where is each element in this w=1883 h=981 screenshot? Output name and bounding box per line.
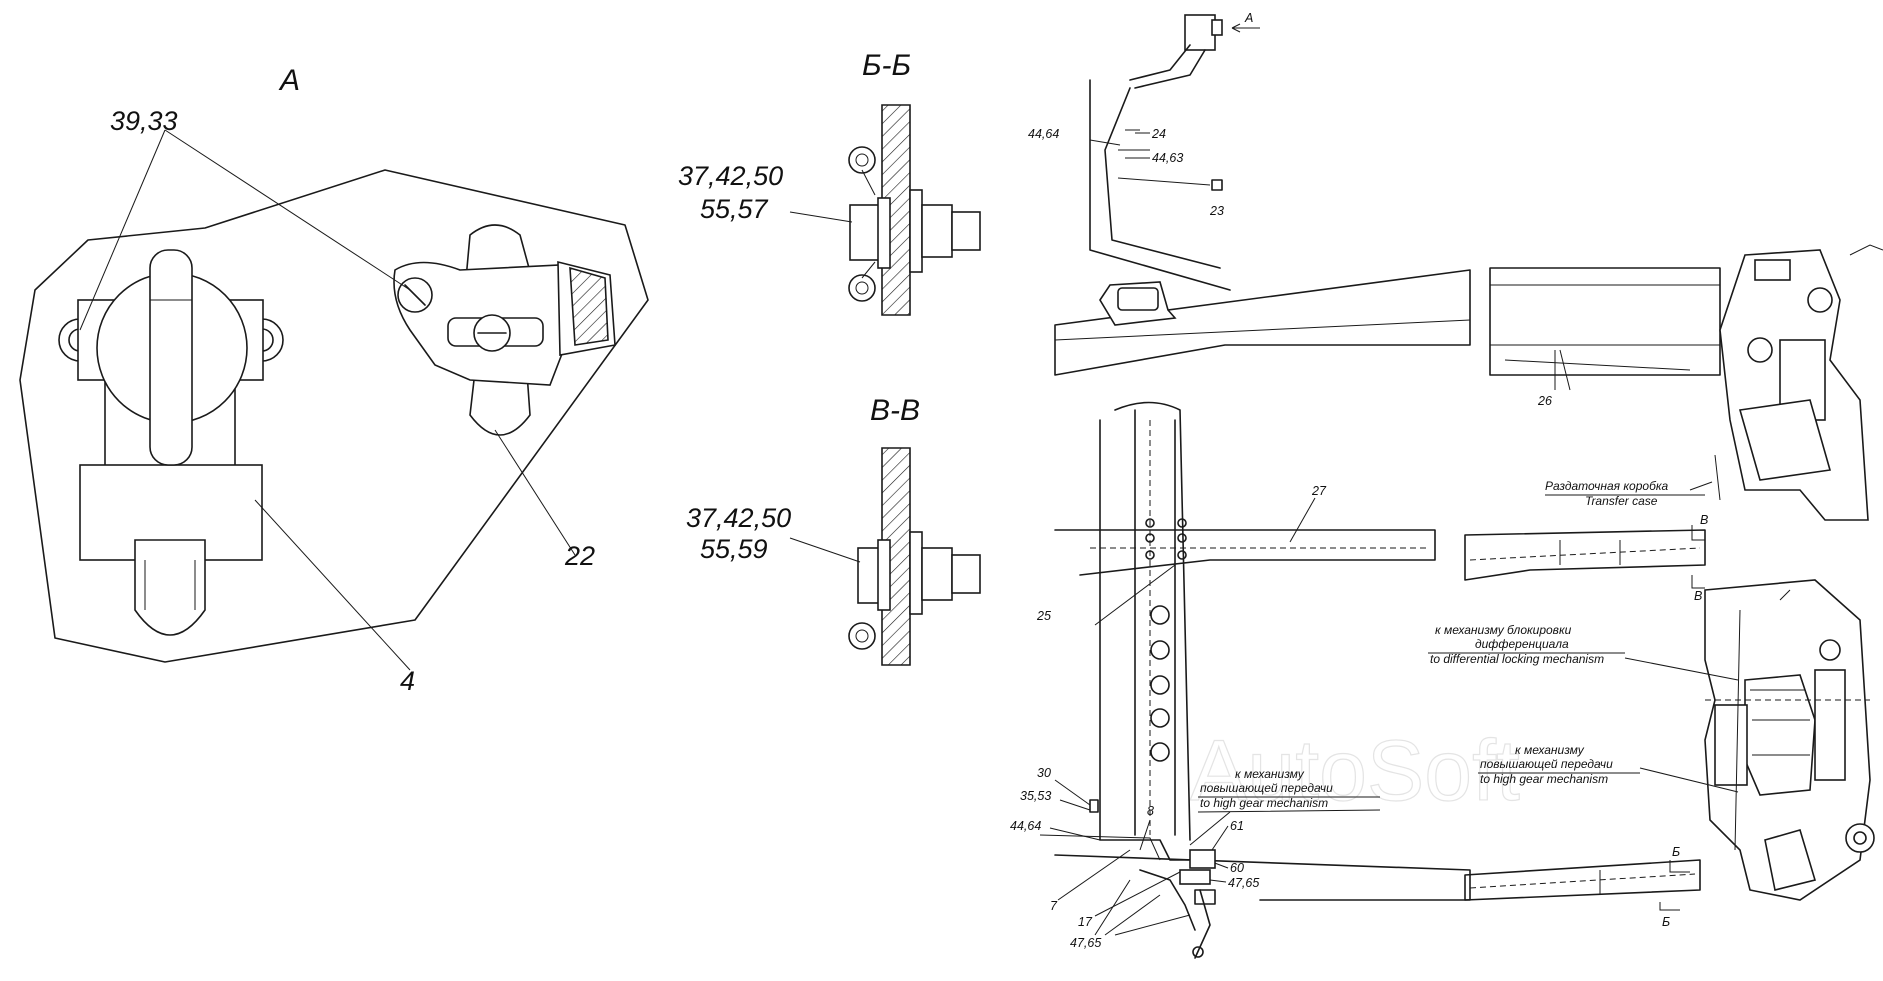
right-bottom-assembly: 27 25 30 35,53 44,64 8 61 60 47,65 7 17 … [1010, 401, 1875, 959]
arrow-a-label: А [1244, 11, 1253, 25]
note-transfer-ru: Раздаточная коробка [1545, 479, 1668, 493]
note-high-ru-1: к механизму [1235, 767, 1305, 781]
callout-61: 61 [1230, 819, 1244, 833]
mark-v-top: В [1700, 513, 1708, 527]
callout-24: 24 [1151, 127, 1166, 141]
note-transfer-en: Transfer case [1585, 494, 1658, 508]
callout-35-53: 35,53 [1020, 789, 1051, 803]
note-diff-ru-1: к механизму блокировки [1435, 623, 1572, 637]
callout-17: 17 [1078, 915, 1093, 929]
note-high2-ru-2: повышающей передачи [1480, 757, 1613, 771]
callout-39-33: 39,33 [110, 106, 178, 136]
callout-25: 25 [1036, 609, 1051, 623]
bb-callout-line2: 55,57 [700, 194, 769, 224]
callout-44-64-bottom: 44,64 [1010, 819, 1041, 833]
note-diff-ru-2: дифференциала [1475, 637, 1569, 651]
note-high-en: to high gear mechanism [1200, 796, 1328, 810]
callout-4: 4 [400, 666, 415, 696]
note-high2-en: to high gear mechanism [1480, 772, 1608, 786]
callout-26: 26 [1537, 394, 1552, 408]
note-diff-en: to differential locking mechanism [1430, 652, 1604, 666]
callout-44-64-top: 44,64 [1028, 127, 1059, 141]
mark-b-top: Б [1672, 845, 1680, 859]
callout-27: 27 [1311, 484, 1327, 498]
section-bb-label: Б-Б [862, 49, 911, 82]
vv-callout-line1: 37,42,50 [686, 503, 791, 533]
callout-30: 30 [1037, 766, 1051, 780]
callout-22: 22 [564, 541, 595, 571]
mark-b-bottom: Б [1662, 915, 1670, 929]
note-high2-ru-1: к механизму [1515, 743, 1585, 757]
callout-47-65-b: 47,65 [1070, 936, 1101, 950]
callout-7: 7 [1050, 899, 1058, 913]
view-a-label: А [278, 64, 300, 97]
vv-callout-line2: 55,59 [700, 534, 768, 564]
note-high-ru-2: повышающей передачи [1200, 781, 1333, 795]
right-top-assembly: А 44,64 24 44,63 23 26 [1028, 11, 1883, 521]
callout-60: 60 [1230, 861, 1244, 875]
callout-44-63: 44,63 [1152, 151, 1183, 165]
bb-callout-line1: 37,42,50 [678, 161, 783, 191]
callout-8: 8 [1147, 804, 1154, 818]
section-vv-label: В-В [870, 394, 920, 427]
view-a-outline [19, 169, 649, 663]
view-a-drawing: А 39,33 [19, 64, 649, 696]
mark-v-bottom: В [1694, 589, 1702, 603]
callout-47-65-a: 47,65 [1228, 876, 1259, 890]
section-bb-drawing: Б-Б 37,42,50 55,57 [678, 49, 981, 316]
callout-23: 23 [1209, 204, 1224, 218]
watermark: AutoSoft [1190, 723, 1520, 819]
section-vv-drawing: В-В 37,42,50 55,59 [686, 394, 981, 666]
